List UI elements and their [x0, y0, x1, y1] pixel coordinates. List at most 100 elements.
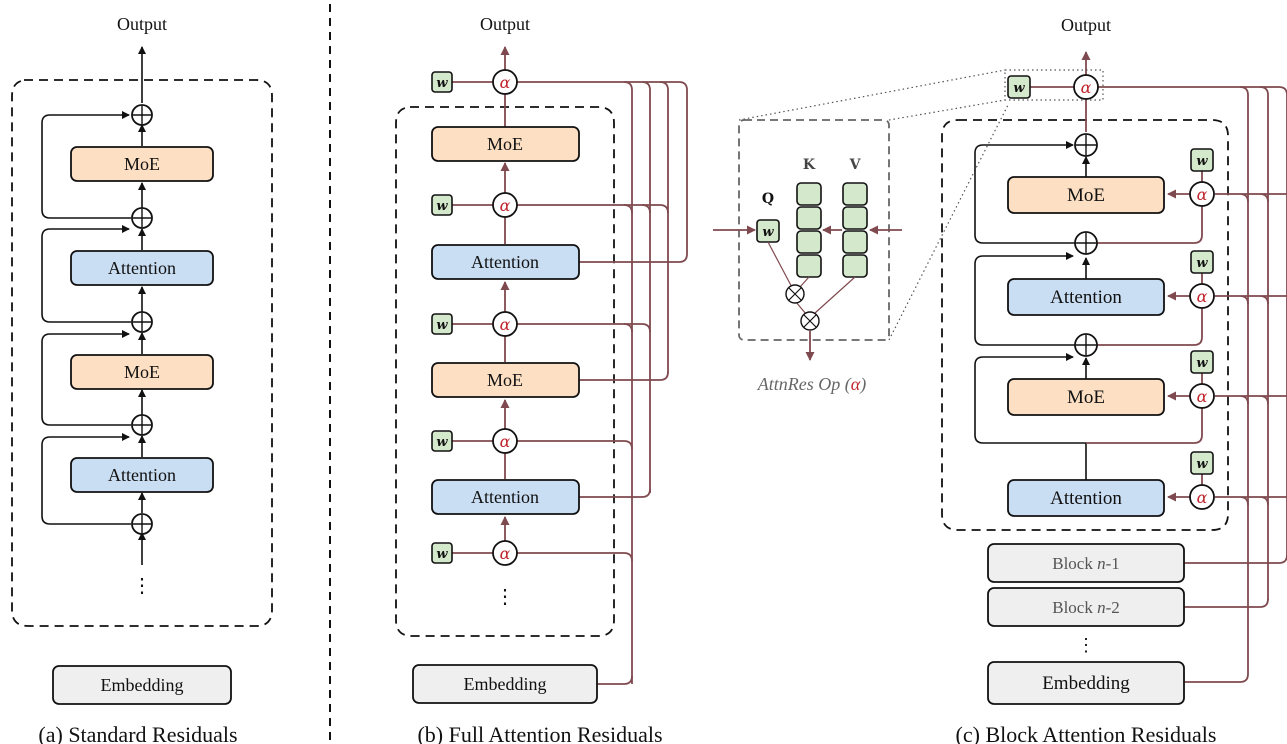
block-group-boundary — [941, 119, 1229, 531]
attention-block: Attention — [1007, 278, 1165, 316]
moe-block: MoE — [431, 126, 580, 162]
block-label: Embedding — [1042, 673, 1130, 694]
caption-alpha: α — [851, 374, 861, 394]
block-label: Attention — [108, 465, 176, 485]
w-label: w — [1013, 81, 1025, 96]
attnres-alpha-node — [1189, 283, 1215, 309]
add-node — [131, 207, 153, 229]
previous-block-n-1: Block n-1 — [987, 543, 1185, 583]
query-w-box: w — [756, 219, 780, 243]
caption-prefix: AttnRes Op ( — [757, 374, 852, 395]
multiply-node — [800, 311, 820, 331]
residual-line — [579, 488, 651, 498]
weight-query-w: w — [431, 71, 494, 93]
w-label: w — [1196, 154, 1208, 169]
weight-query-w: w — [431, 430, 494, 452]
weight-query-w — [1190, 451, 1214, 475]
suffix: -1 — [1106, 554, 1120, 573]
layer-attnres: w α — [1167, 148, 1215, 207]
attnres-op-inset: Q K V w AttnRes Op (α) — [713, 69, 1009, 395]
k-label: K — [803, 157, 816, 173]
w-label: w — [436, 318, 448, 333]
skip-connection — [41, 330, 131, 426]
layer-attnres: w α — [1167, 451, 1215, 510]
alpha-label: α — [500, 315, 511, 334]
panel-standard-residuals: Output MoE Attention — [11, 14, 273, 744]
w-label: w — [1196, 256, 1208, 271]
block-label: Attention — [471, 487, 539, 507]
q-label: Q — [762, 191, 774, 207]
weight-query-w: w — [431, 194, 494, 216]
moe-block: MoE — [1007, 378, 1165, 416]
attention-block: Attention — [431, 479, 580, 515]
weight-query-w: w — [1007, 75, 1074, 99]
block-label: Attention — [1050, 488, 1122, 509]
attnres-alpha-node — [1189, 383, 1215, 409]
panel-full-attention-residuals: Output w w w — [395, 14, 688, 744]
alpha-label: α — [1197, 287, 1208, 306]
skip-connection — [974, 252, 1076, 346]
alpha-label: α — [1197, 185, 1208, 204]
alpha-label: α — [500, 544, 511, 563]
residual-line — [579, 253, 688, 263]
prefix: Block — [1052, 554, 1097, 573]
residual-line — [1215, 395, 1287, 405]
add-node — [131, 414, 153, 436]
w-label: w — [762, 225, 774, 240]
attnres-alpha-node: α — [1073, 74, 1099, 100]
skip-connection — [41, 225, 131, 323]
ellipsis: ⋮ — [132, 575, 152, 597]
block-label: Attention — [108, 258, 176, 278]
residual-line — [642, 81, 669, 373]
residual-line — [1184, 598, 1269, 608]
ellipsis: ⋮ — [495, 586, 515, 608]
add-node — [1074, 133, 1098, 157]
var: n — [1097, 554, 1106, 573]
residual-line — [1184, 673, 1249, 683]
residual-line — [597, 675, 633, 685]
attnres-alpha-node: α — [492, 428, 518, 454]
alpha-label: α — [1081, 78, 1092, 97]
moe-block: MoE — [431, 362, 580, 398]
attnres-alpha-node: α — [492, 192, 518, 218]
block-label: MoE — [124, 154, 160, 174]
partial-sum-line — [1097, 206, 1203, 244]
panel-block-attention-residuals: Output w — [941, 15, 1287, 744]
block-label: MoE — [1067, 185, 1105, 206]
weight-query-w: w — [431, 313, 494, 335]
residual-line — [624, 81, 651, 493]
output-label: Output — [480, 14, 530, 34]
w-label: w — [1196, 356, 1208, 371]
block-label: MoE — [1067, 387, 1105, 408]
alpha-label: α — [500, 432, 511, 451]
zoom-guide-lines — [738, 69, 1009, 341]
attnres-alpha-node — [1189, 484, 1215, 510]
alpha-label: α — [1197, 387, 1208, 406]
moe-block: MoE — [70, 146, 214, 182]
block-label: Attention — [471, 252, 539, 272]
add-node — [131, 311, 153, 333]
weight-query-w — [1190, 148, 1214, 172]
residual-line — [1215, 193, 1287, 203]
block-label: MoE — [487, 370, 523, 390]
attention-block: Attention — [1007, 479, 1165, 517]
embedding-block: Embedding — [52, 665, 232, 705]
skip-connection — [41, 111, 131, 219]
output-label: Output — [117, 14, 167, 34]
skip-connection — [41, 433, 131, 525]
residual-line — [1184, 554, 1287, 564]
layer-group-boundary — [395, 106, 615, 637]
weight-query-w — [1190, 250, 1214, 274]
embedding-block: Embedding — [987, 661, 1185, 705]
residual-line — [516, 552, 633, 562]
residual-line — [1215, 496, 1287, 506]
block-label: Block n-2 — [1052, 598, 1120, 617]
embedding-block: Embedding — [412, 664, 598, 704]
alpha-label: α — [500, 196, 511, 215]
residual-line — [660, 81, 688, 254]
w-label: w — [1196, 457, 1208, 472]
key-stack — [796, 182, 822, 278]
residual-line — [579, 371, 669, 381]
weight-query-w — [1190, 350, 1214, 374]
